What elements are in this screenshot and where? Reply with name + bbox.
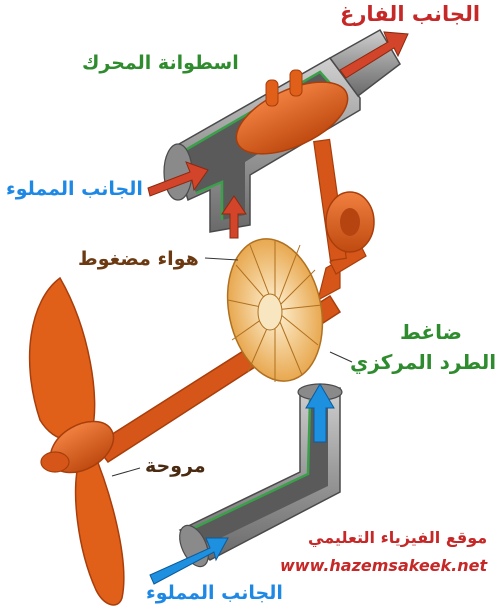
propeller-label: مروحة	[145, 455, 206, 477]
site-name-label: موقع الفيزياء التعليمي	[308, 528, 487, 547]
site-url-label: www.hazemsakeek.net	[280, 556, 487, 575]
filled-side-top-label: الجانب المملوء	[6, 178, 143, 200]
crank-shaft	[314, 139, 374, 300]
engine-cylinder-label: اسطوانة المحرك	[82, 52, 239, 74]
compressor-label-line1: ضاغط	[400, 320, 462, 344]
filled-side-bottom-label: الجانب المملوء	[146, 582, 283, 604]
compressed-air-label: هواء مضغوط	[78, 248, 199, 270]
compressor-label-line2: الطرد المركزي	[350, 350, 496, 374]
propeller	[30, 278, 124, 605]
exhaust-side-label: الجانب الفارغ	[340, 2, 480, 26]
